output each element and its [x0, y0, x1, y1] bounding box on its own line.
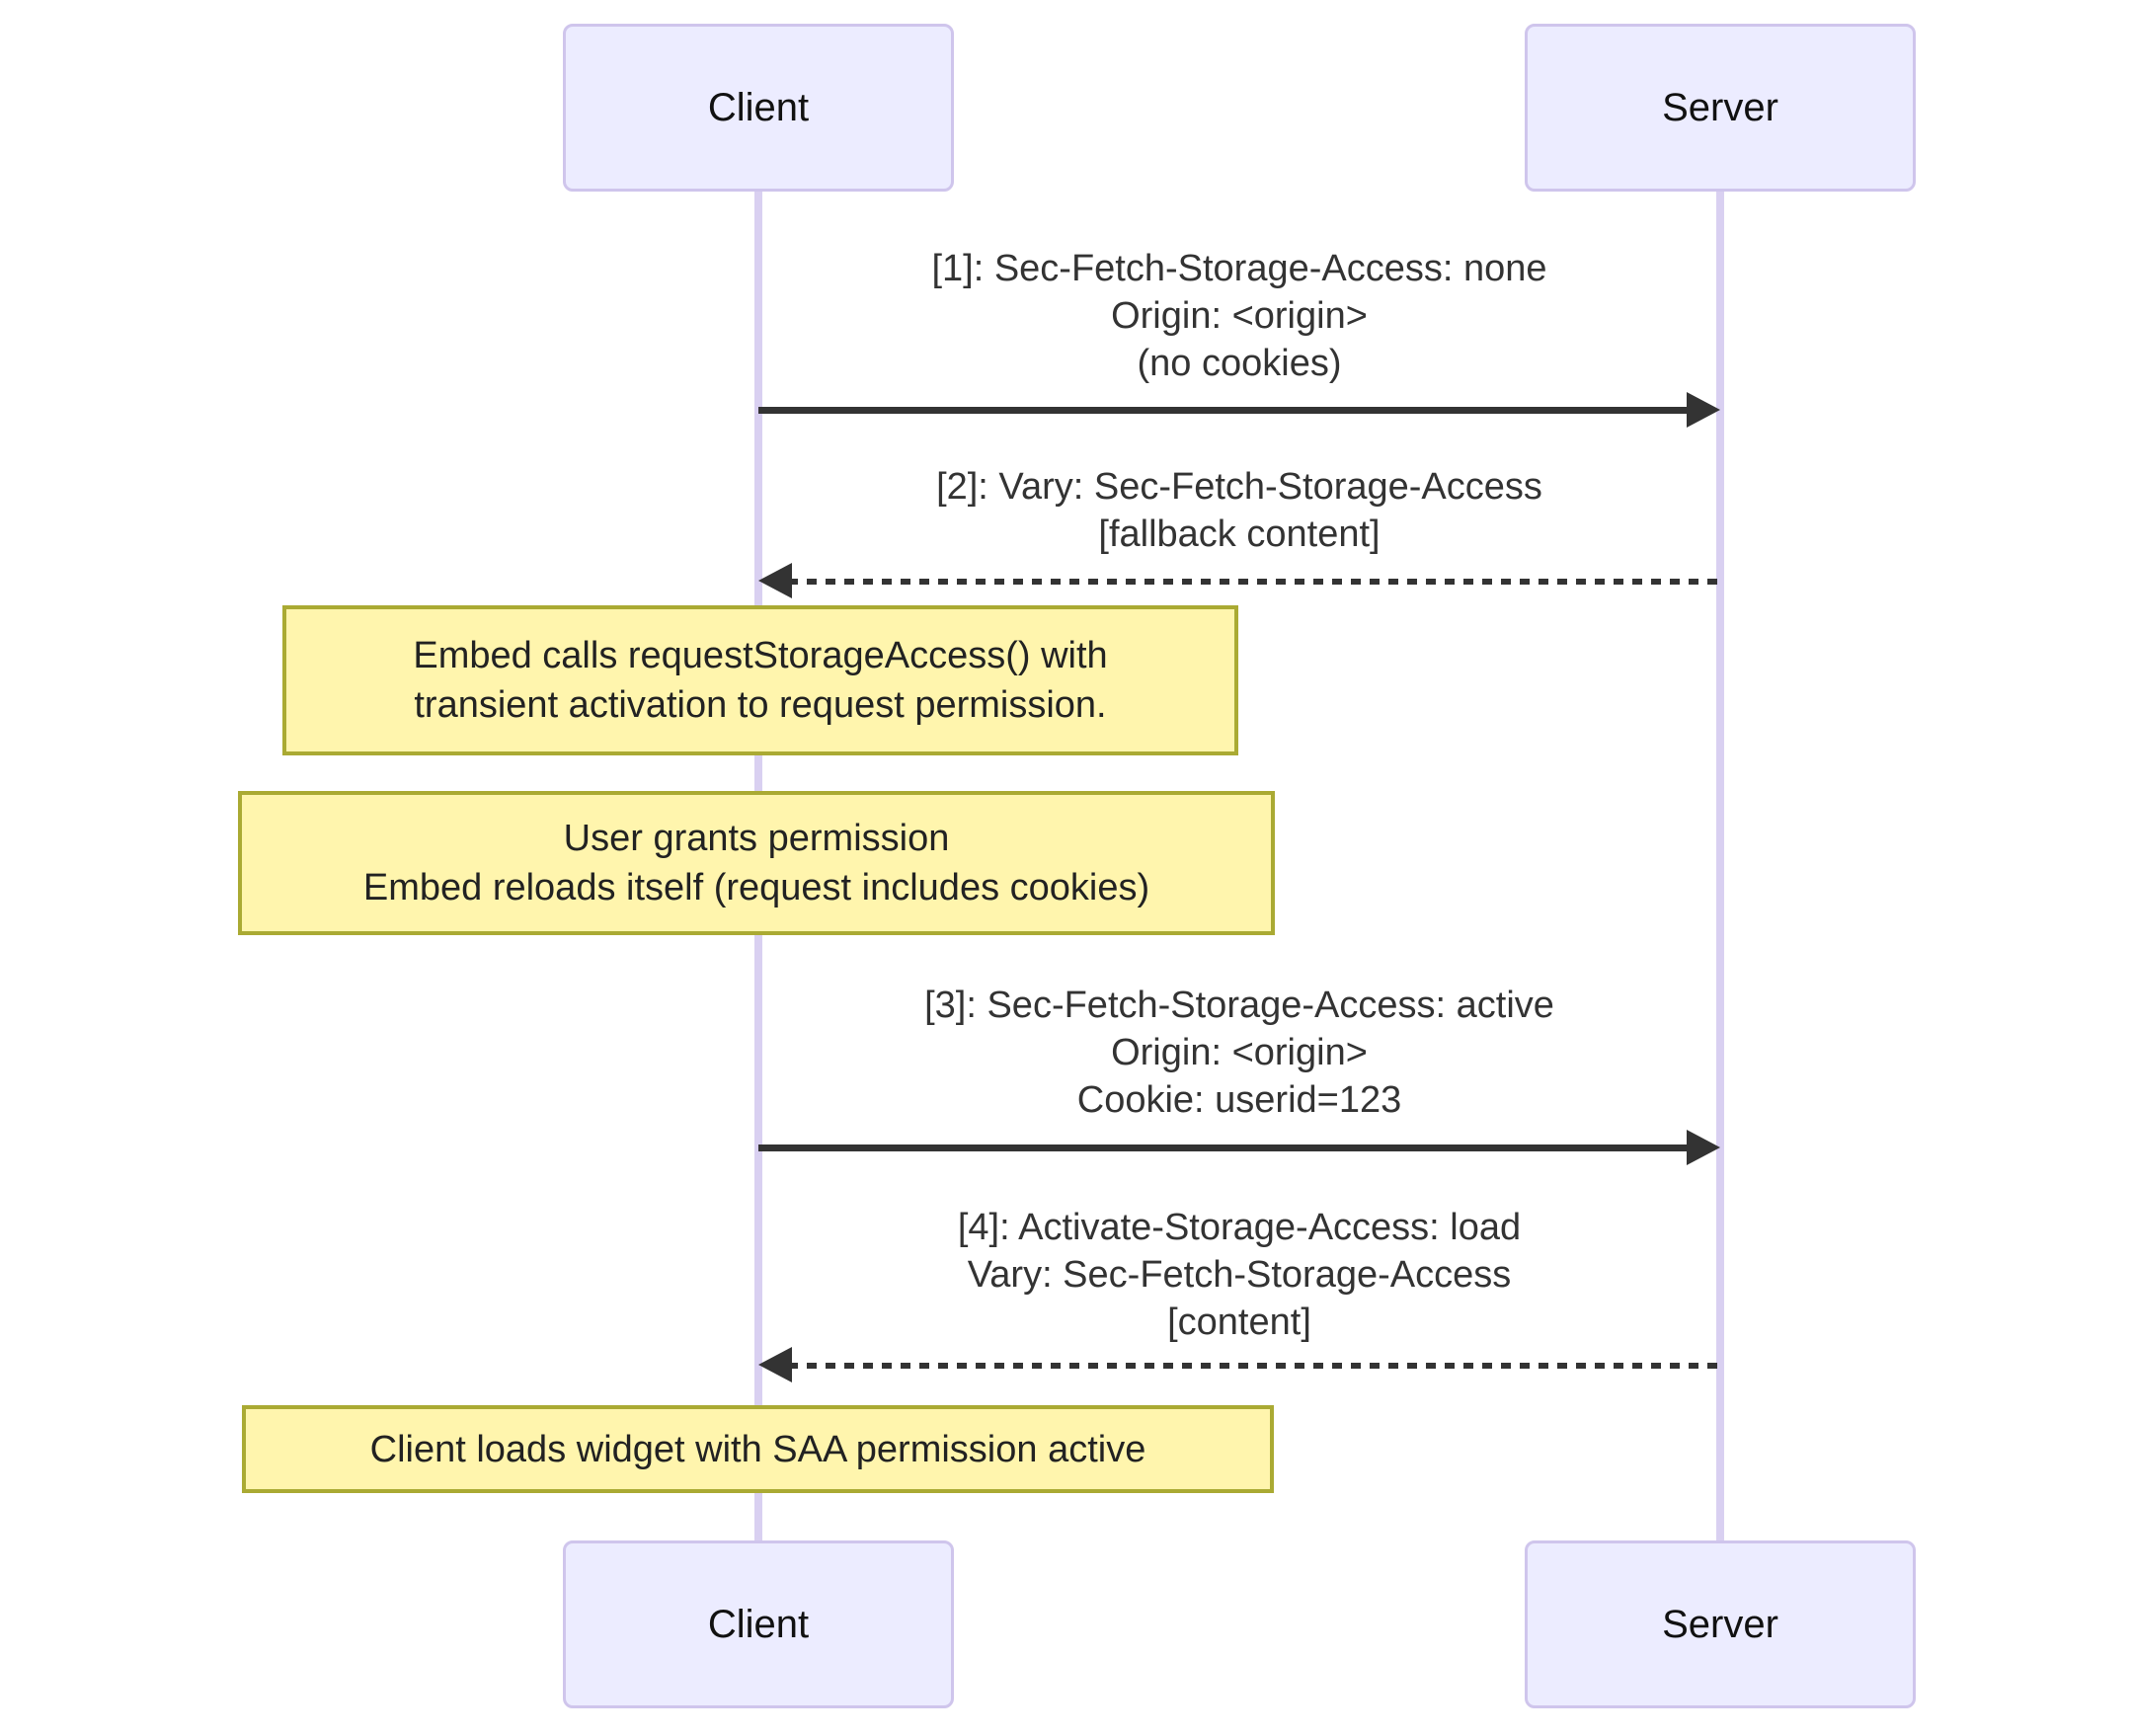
arrowhead-left-icon	[758, 563, 792, 598]
message-line: [content]	[1167, 1302, 1311, 1343]
note-user-grants-permission: User grants permission Embed reloads its…	[238, 791, 1275, 935]
message-line: [1]: Sec-Fetch-Storage-Access: none	[931, 248, 1547, 289]
note-line: Embed reloads itself (request includes c…	[362, 867, 1150, 908]
note-line: Embed calls requestStorageAccess() with	[413, 635, 1108, 676]
message-line: (no cookies)	[1137, 343, 1342, 384]
arrow-shaft	[758, 1144, 1693, 1151]
message-line: Cookie: userid=123	[1076, 1079, 1402, 1121]
arrowhead-left-icon	[758, 1347, 792, 1382]
arrow-shaft	[788, 1363, 1720, 1369]
actor-client-label: Client	[707, 1602, 810, 1646]
message-4-text: [4]: Activate-Storage-Access: load Vary:…	[758, 1204, 1720, 1346]
actor-client-top-box: Client	[563, 24, 954, 192]
note-line: User grants permission	[563, 818, 950, 859]
message-line: Origin: <origin>	[1111, 295, 1368, 337]
arrowhead-right-icon	[1687, 392, 1720, 428]
message-2-text: [2]: Vary: Sec-Fetch-Storage-Access [fal…	[758, 463, 1720, 558]
actor-client-label: Client	[707, 85, 810, 129]
arrow-shaft	[788, 579, 1720, 585]
actor-server-bottom-box: Server	[1525, 1540, 1916, 1708]
message-3-text: [3]: Sec-Fetch-Storage-Access: active Or…	[758, 982, 1720, 1124]
message-1-text: [1]: Sec-Fetch-Storage-Access: none Orig…	[758, 245, 1720, 387]
note-line: Client loads widget with SAA permission …	[369, 1428, 1146, 1470]
arrow-shaft	[758, 407, 1693, 414]
message-line: [fallback content]	[1098, 513, 1381, 555]
actor-server-label: Server	[1662, 1602, 1778, 1646]
note-client-loads-widget: Client loads widget with SAA permission …	[242, 1405, 1274, 1493]
message-line: [4]: Activate-Storage-Access: load	[957, 1207, 1522, 1248]
actor-server-label: Server	[1662, 85, 1778, 129]
message-4-arrow	[758, 1347, 1720, 1382]
message-3-arrow	[758, 1130, 1720, 1165]
message-line: Origin: <origin>	[1111, 1032, 1368, 1073]
arrowhead-right-icon	[1687, 1130, 1720, 1165]
message-1-arrow	[758, 392, 1720, 428]
actor-server-top-box: Server	[1525, 24, 1916, 192]
actor-client-bottom-box: Client	[563, 1540, 954, 1708]
server-lifeline	[1716, 192, 1724, 1540]
message-line: [2]: Vary: Sec-Fetch-Storage-Access	[936, 466, 1542, 508]
note-line: transient activation to request permissi…	[414, 684, 1107, 726]
note-request-storage-access: Embed calls requestStorageAccess() with …	[282, 605, 1238, 755]
message-line: Vary: Sec-Fetch-Storage-Access	[967, 1254, 1512, 1296]
message-2-arrow	[758, 563, 1720, 598]
message-line: [3]: Sec-Fetch-Storage-Access: active	[924, 985, 1554, 1026]
